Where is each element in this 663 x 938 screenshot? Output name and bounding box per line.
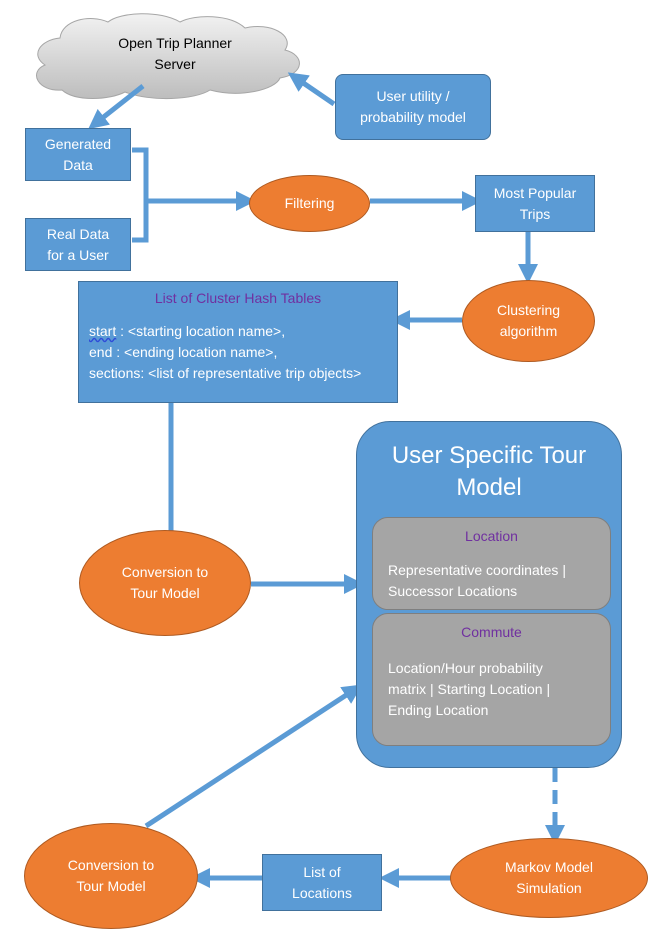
generated-data-box: Generated Data [25, 128, 131, 181]
real-data-box: Real Data for a User [25, 218, 131, 271]
cluster-end-line: end : <ending location name>, [89, 344, 278, 360]
bracket-data-merge [132, 147, 149, 243]
cluster-sections-line: sections: <list of representative trip o… [89, 365, 362, 381]
clustering-oval: Clustering algorithm [462, 280, 595, 362]
commute-panel-title: Commute [461, 624, 522, 640]
tour-model-title: User Specific Tour Model [391, 442, 587, 501]
cluster-start-key: start [89, 323, 117, 339]
cloud-shape [36, 13, 300, 99]
tour-model-container: User Specific Tour Model Location Repres… [356, 421, 622, 768]
cluster-start-rest: : <starting location name>, [116, 323, 286, 339]
location-panel: Location Representative coordinates | Su… [372, 517, 611, 610]
location-panel-title: Location [465, 528, 518, 544]
commute-panel: Commute Location/Hour probability matrix… [372, 613, 611, 746]
conversion-bottom-oval: Conversion to Tour Model [24, 823, 198, 929]
user-utility-model-box: User utility / probability model [335, 74, 491, 140]
cluster-start-line: start : <starting location name>, [89, 321, 285, 342]
commute-panel-body: Location/Hour probability matrix | Start… [388, 660, 551, 718]
arrow-server-to-generated [88, 84, 145, 130]
arrow-user-utility-to-server [287, 72, 336, 107]
otp-server-label: Open Trip Planner Server [118, 35, 232, 72]
filtering-oval: Filtering [249, 175, 370, 232]
list-of-locations-box: List of Locations [262, 854, 382, 911]
most-popular-trips-box: Most Popular Trips [475, 175, 595, 232]
arrow-conversion-back-to-tour [144, 684, 363, 829]
markov-simulation-oval: Markov Model Simulation [450, 838, 648, 918]
conversion-top-oval: Conversion to Tour Model [79, 530, 251, 636]
location-panel-body: Representative coordinates | Successor L… [388, 562, 566, 599]
cluster-hash-table-box: List of Cluster Hash Tables start : <sta… [78, 281, 398, 403]
cluster-table-title: List of Cluster Hash Tables [154, 290, 322, 306]
